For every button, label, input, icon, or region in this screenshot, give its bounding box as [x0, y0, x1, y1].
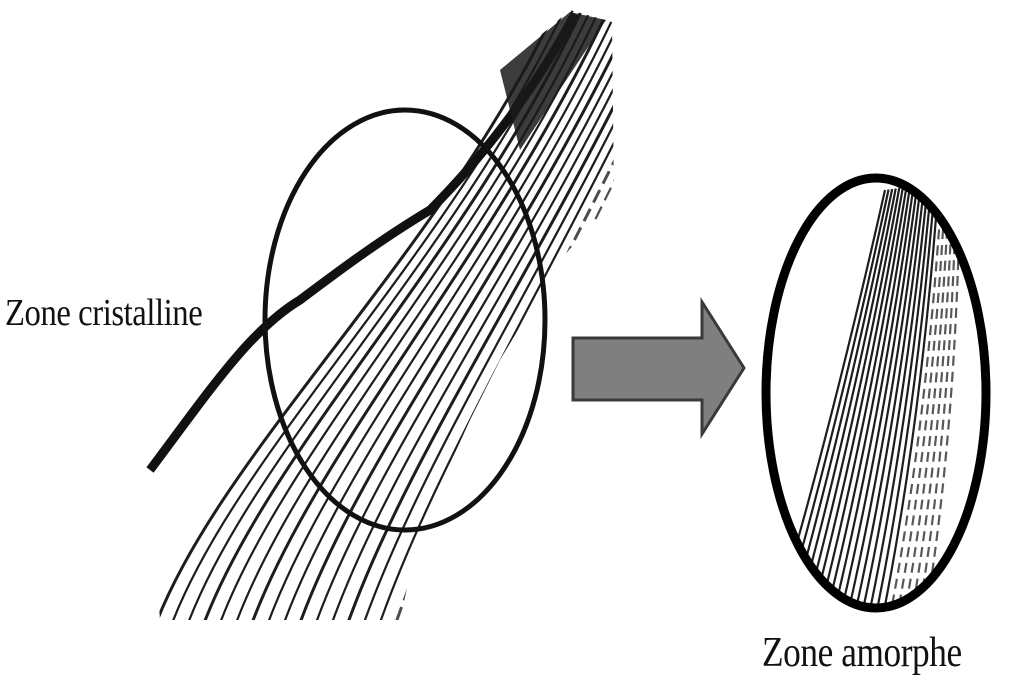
zoom-fiber-line: [909, 180, 954, 608]
zoom-fiber-line: [873, 183, 937, 608]
fiber-ribbon: [146, 10, 614, 620]
ribbon-fiber-line: [324, 10, 614, 620]
zoom-fiber-line: [888, 182, 944, 608]
arrow-right-icon: [571, 296, 746, 440]
zoom-fiber-line: [895, 181, 947, 608]
ribbon-fiber-line: [532, 10, 614, 620]
zoom-fiber-line: [838, 185, 919, 608]
ribbon-fiber-line: [564, 10, 614, 620]
zoom-fiber-line: [859, 184, 929, 608]
ribbon-fiber-line: [308, 10, 614, 620]
ribbon-fiber-line: [260, 10, 614, 620]
zoom-fiber-line: [831, 186, 915, 608]
zoom-fiber-line: [816, 186, 908, 608]
zoom-fiber-line: [866, 183, 933, 608]
zoom-fiber-line: [902, 181, 951, 608]
zoom-fiber-line: [809, 187, 904, 608]
amorphous-zone-label: Zone amorphe: [762, 630, 962, 676]
ribbon-fiber-line: [436, 10, 614, 620]
zoom-fiber-line: [845, 185, 922, 608]
magnifier-circle: [262, 107, 548, 533]
zoomed-view: [761, 173, 991, 613]
zoom-fiber-line: [852, 184, 926, 608]
ribbon-fiber-line: [580, 10, 614, 620]
ribbon-fiber-line: [150, 10, 562, 620]
ribbon-fiber-line: [292, 10, 614, 620]
zoom-circle: [761, 173, 991, 613]
zoom-fiber-line: [881, 182, 940, 608]
crystalline-zone-label: Zone cristalline: [5, 292, 203, 334]
ribbon-fiber-line: [276, 10, 614, 620]
ribbon-dark-band: [500, 12, 606, 150]
ribbon-fiber-line: [228, 10, 605, 620]
ribbon-fiber-line: [356, 10, 614, 620]
zoom-fiber-line: [823, 186, 912, 608]
ribbon-fiber-line: [548, 10, 614, 620]
zoom-fiber-line: [802, 187, 901, 608]
ribbon-fiber-line: [244, 10, 614, 620]
